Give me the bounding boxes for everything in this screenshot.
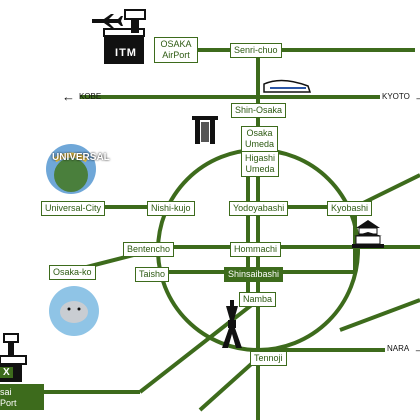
nankai-line [138, 298, 260, 394]
station-shinsaibashi[interactable]: Shinsaibashi [224, 267, 284, 282]
kix-label-box [0, 384, 44, 410]
arrow-left-icon: ← [62, 88, 75, 104]
torii-gate-icon [192, 116, 218, 144]
direction-kyoto: KYOTO → [382, 90, 420, 103]
arrow-right-icon: → [413, 340, 420, 356]
tsutenkaku-tower-icon [222, 300, 242, 348]
station-shin-osaka[interactable]: Shin-Osaka [231, 103, 287, 118]
itm-airport-name: OSAKA AirPort [154, 37, 198, 63]
station-osaka-umeda[interactable]: Osaka Umeda [241, 126, 279, 152]
east-line-nara [339, 298, 420, 332]
kix-code: X [0, 367, 13, 378]
universal-sign: UNIVERSAL [52, 152, 110, 163]
airplane-icon [92, 14, 123, 28]
universal-globe-icon [46, 144, 96, 194]
station-universal-city[interactable]: Universal-City [41, 201, 106, 216]
station-nishi-kujo[interactable]: Nishi-kujo [147, 201, 195, 216]
station-tennoji[interactable]: Tennoji [250, 351, 287, 366]
station-namba[interactable]: Namba [239, 292, 277, 307]
direction-nara: NARA → [387, 340, 420, 356]
station-yodoyabashi[interactable]: Yodoyabashi [229, 201, 289, 216]
itm-code: ITM [115, 47, 137, 59]
control-tower-icon [124, 9, 146, 33]
station-hommachi[interactable]: Hommachi [230, 242, 282, 257]
arrow-right-icon: → [414, 90, 420, 103]
station-kyobashi[interactable]: Kyobashi [327, 201, 373, 216]
osaka-castle-icon [352, 220, 384, 248]
station-senri-chuo[interactable]: Senri-chuo [230, 43, 282, 58]
station-higashi-umeda[interactable]: Higashi Umeda [241, 151, 280, 177]
airport-terminal-icon [103, 28, 145, 64]
station-osaka-ko[interactable]: Osaka-ko [49, 265, 96, 280]
station-taisho[interactable]: Taisho [135, 267, 170, 282]
kix-airport-name: sai Port [0, 387, 17, 408]
direction-kobe: ← KOBE [62, 88, 102, 104]
station-bentencho[interactable]: Bentencho [123, 242, 175, 257]
shinkansen-train-icon [263, 79, 312, 93]
jr-kansai-line [198, 356, 260, 412]
seal-aquarium-icon [49, 286, 99, 336]
